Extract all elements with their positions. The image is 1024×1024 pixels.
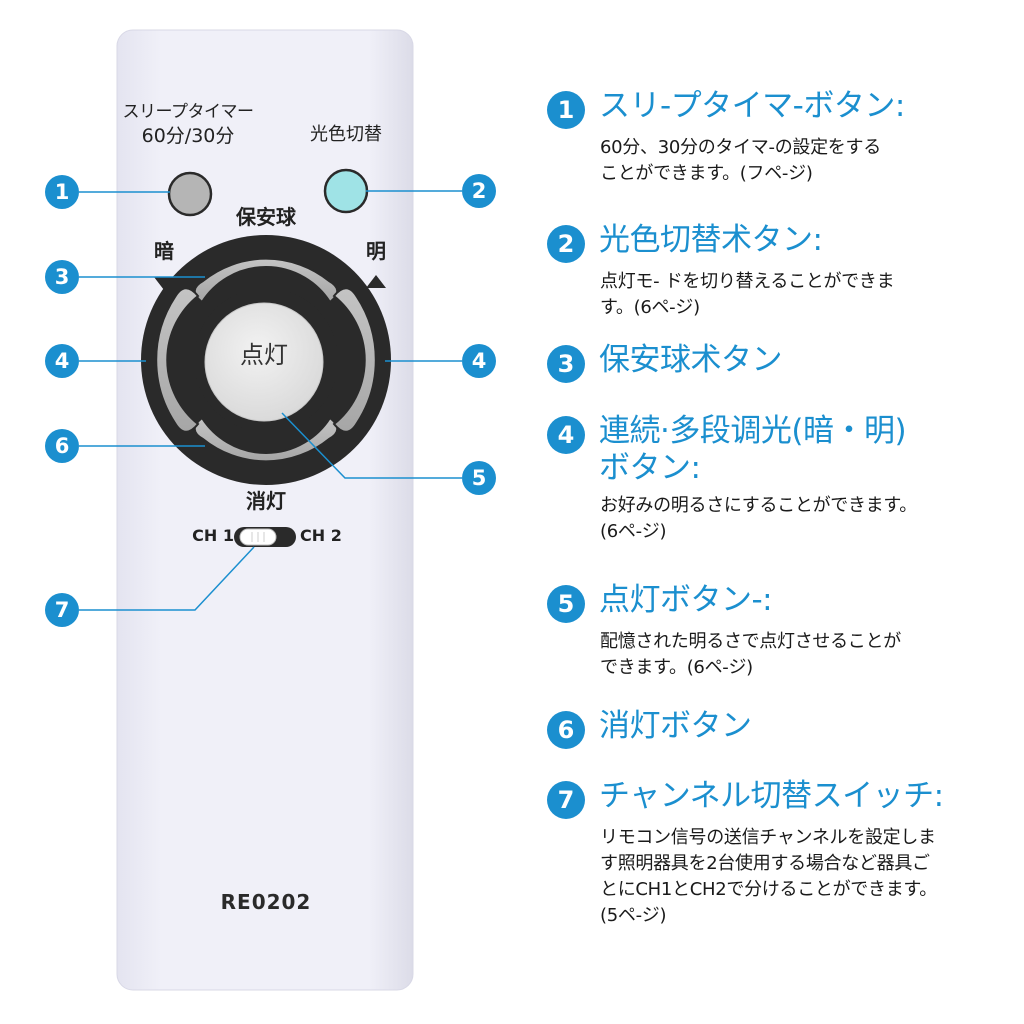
desc-item-6: 6 消灯ボタン (547, 708, 1007, 749)
desc-number: 5 (547, 585, 585, 623)
hoan-button[interactable] (193, 257, 339, 304)
callout-badge-6: 6 (45, 429, 79, 463)
color-switch-button[interactable] (323, 168, 369, 214)
dark-label: 暗 (154, 239, 174, 263)
desc-number: 3 (547, 345, 585, 383)
leader-lines (79, 190, 462, 611)
ch2-label: CH 2 (300, 526, 342, 545)
leader-line-5 (281, 412, 462, 479)
sleep-timer-button[interactable] (167, 171, 213, 217)
desc-title: 消灯ボタン (599, 708, 752, 744)
desc-title: チャンネル切替スイッチ: (599, 778, 944, 814)
desc-title: 保安球术タン (599, 342, 783, 378)
desc-item-4: 4 連続·多段调光(暗・明) ボタン: お好みの明るさにすることができます。 (… (547, 413, 1007, 546)
desc-number: 7 (547, 781, 585, 819)
desc-text: 配憶された明るさで点灯させることが できます。(6ペ-ジ) (600, 631, 901, 679)
ch1-label: CH 1 (192, 526, 234, 545)
bright-up-icon (366, 275, 386, 288)
desc-number: 6 (547, 711, 585, 749)
off-label: 消灯 (246, 489, 286, 513)
dim-bright-button[interactable] (332, 287, 377, 433)
desc-text: お好みの明るさにすることができます。 (6ペ-ジ) (600, 495, 917, 543)
callout-badge-1: 1 (45, 175, 79, 209)
desc-number: 2 (547, 225, 585, 263)
desc-text: 60分、30分のタイマ-の設定をする ことができます。(フペ-ジ) (600, 137, 881, 185)
on-center-label: 点灯 (240, 341, 288, 369)
desc-item-1: 1 スリ-プタイマ-ボタン: 60分、30分のタイマ-の設定をする ことができま… (547, 88, 1007, 187)
callout-badge-3: 3 (45, 260, 79, 294)
hoan-label: 保安球 (236, 205, 296, 229)
sleep-timer-sublabel: 60分/30分 (141, 124, 235, 147)
callout-badge-4-right: 4 (462, 344, 496, 378)
dark-down-icon (154, 277, 174, 290)
desc-title: 連続·多段调光(暗・明) ボタン: (599, 413, 907, 487)
desc-title: 光色切替术タン: (599, 222, 823, 258)
bright-label: 明 (366, 239, 386, 263)
desc-item-2: 2 光色切替术タン: 点灯モ- ドを切り替えることができま す。(6ペ-ジ) (547, 222, 1007, 321)
leader-line-7 (79, 546, 255, 611)
callout-badge-7: 7 (45, 593, 79, 627)
callout-badge-5: 5 (462, 461, 496, 495)
desc-number: 4 (547, 416, 585, 454)
on-center-button[interactable] (204, 302, 324, 422)
off-button[interactable] (193, 416, 339, 463)
desc-number: 1 (547, 91, 585, 129)
desc-text: 点灯モ- ドを切り替えることができま す。(6ペ-ジ) (600, 271, 895, 319)
dim-dark-button[interactable] (155, 287, 200, 433)
desc-item-7: 7 チャンネル切替スイッチ: リモコン信号の送信チャンネルを設定しま す照明器具… (547, 778, 1007, 929)
desc-text: リモコン信号の送信チャンネルを設定しま す照明器具を2台使用する場合など器具ご … (600, 827, 938, 927)
desc-title: スリ-プタイマ-ボタン: (599, 88, 905, 124)
desc-item-3: 3 保安球术タン (547, 342, 1007, 383)
color-switch-label: 光色切替 (310, 124, 382, 145)
callout-badge-4-left: 4 (45, 344, 79, 378)
sleep-timer-label-text: スリープタイマー (122, 102, 254, 122)
desc-item-5: 5 点灯ボタン-: 配憶された明るさで点灯させることが できます。(6ペ-ジ) (547, 582, 1007, 681)
sleep-timer-label: スリープタイマー 60分/30分 (118, 102, 258, 147)
desc-title: 点灯ボタン-: (599, 582, 773, 618)
model-number: RE0202 (220, 890, 312, 914)
callout-badge-2: 2 (462, 174, 496, 208)
